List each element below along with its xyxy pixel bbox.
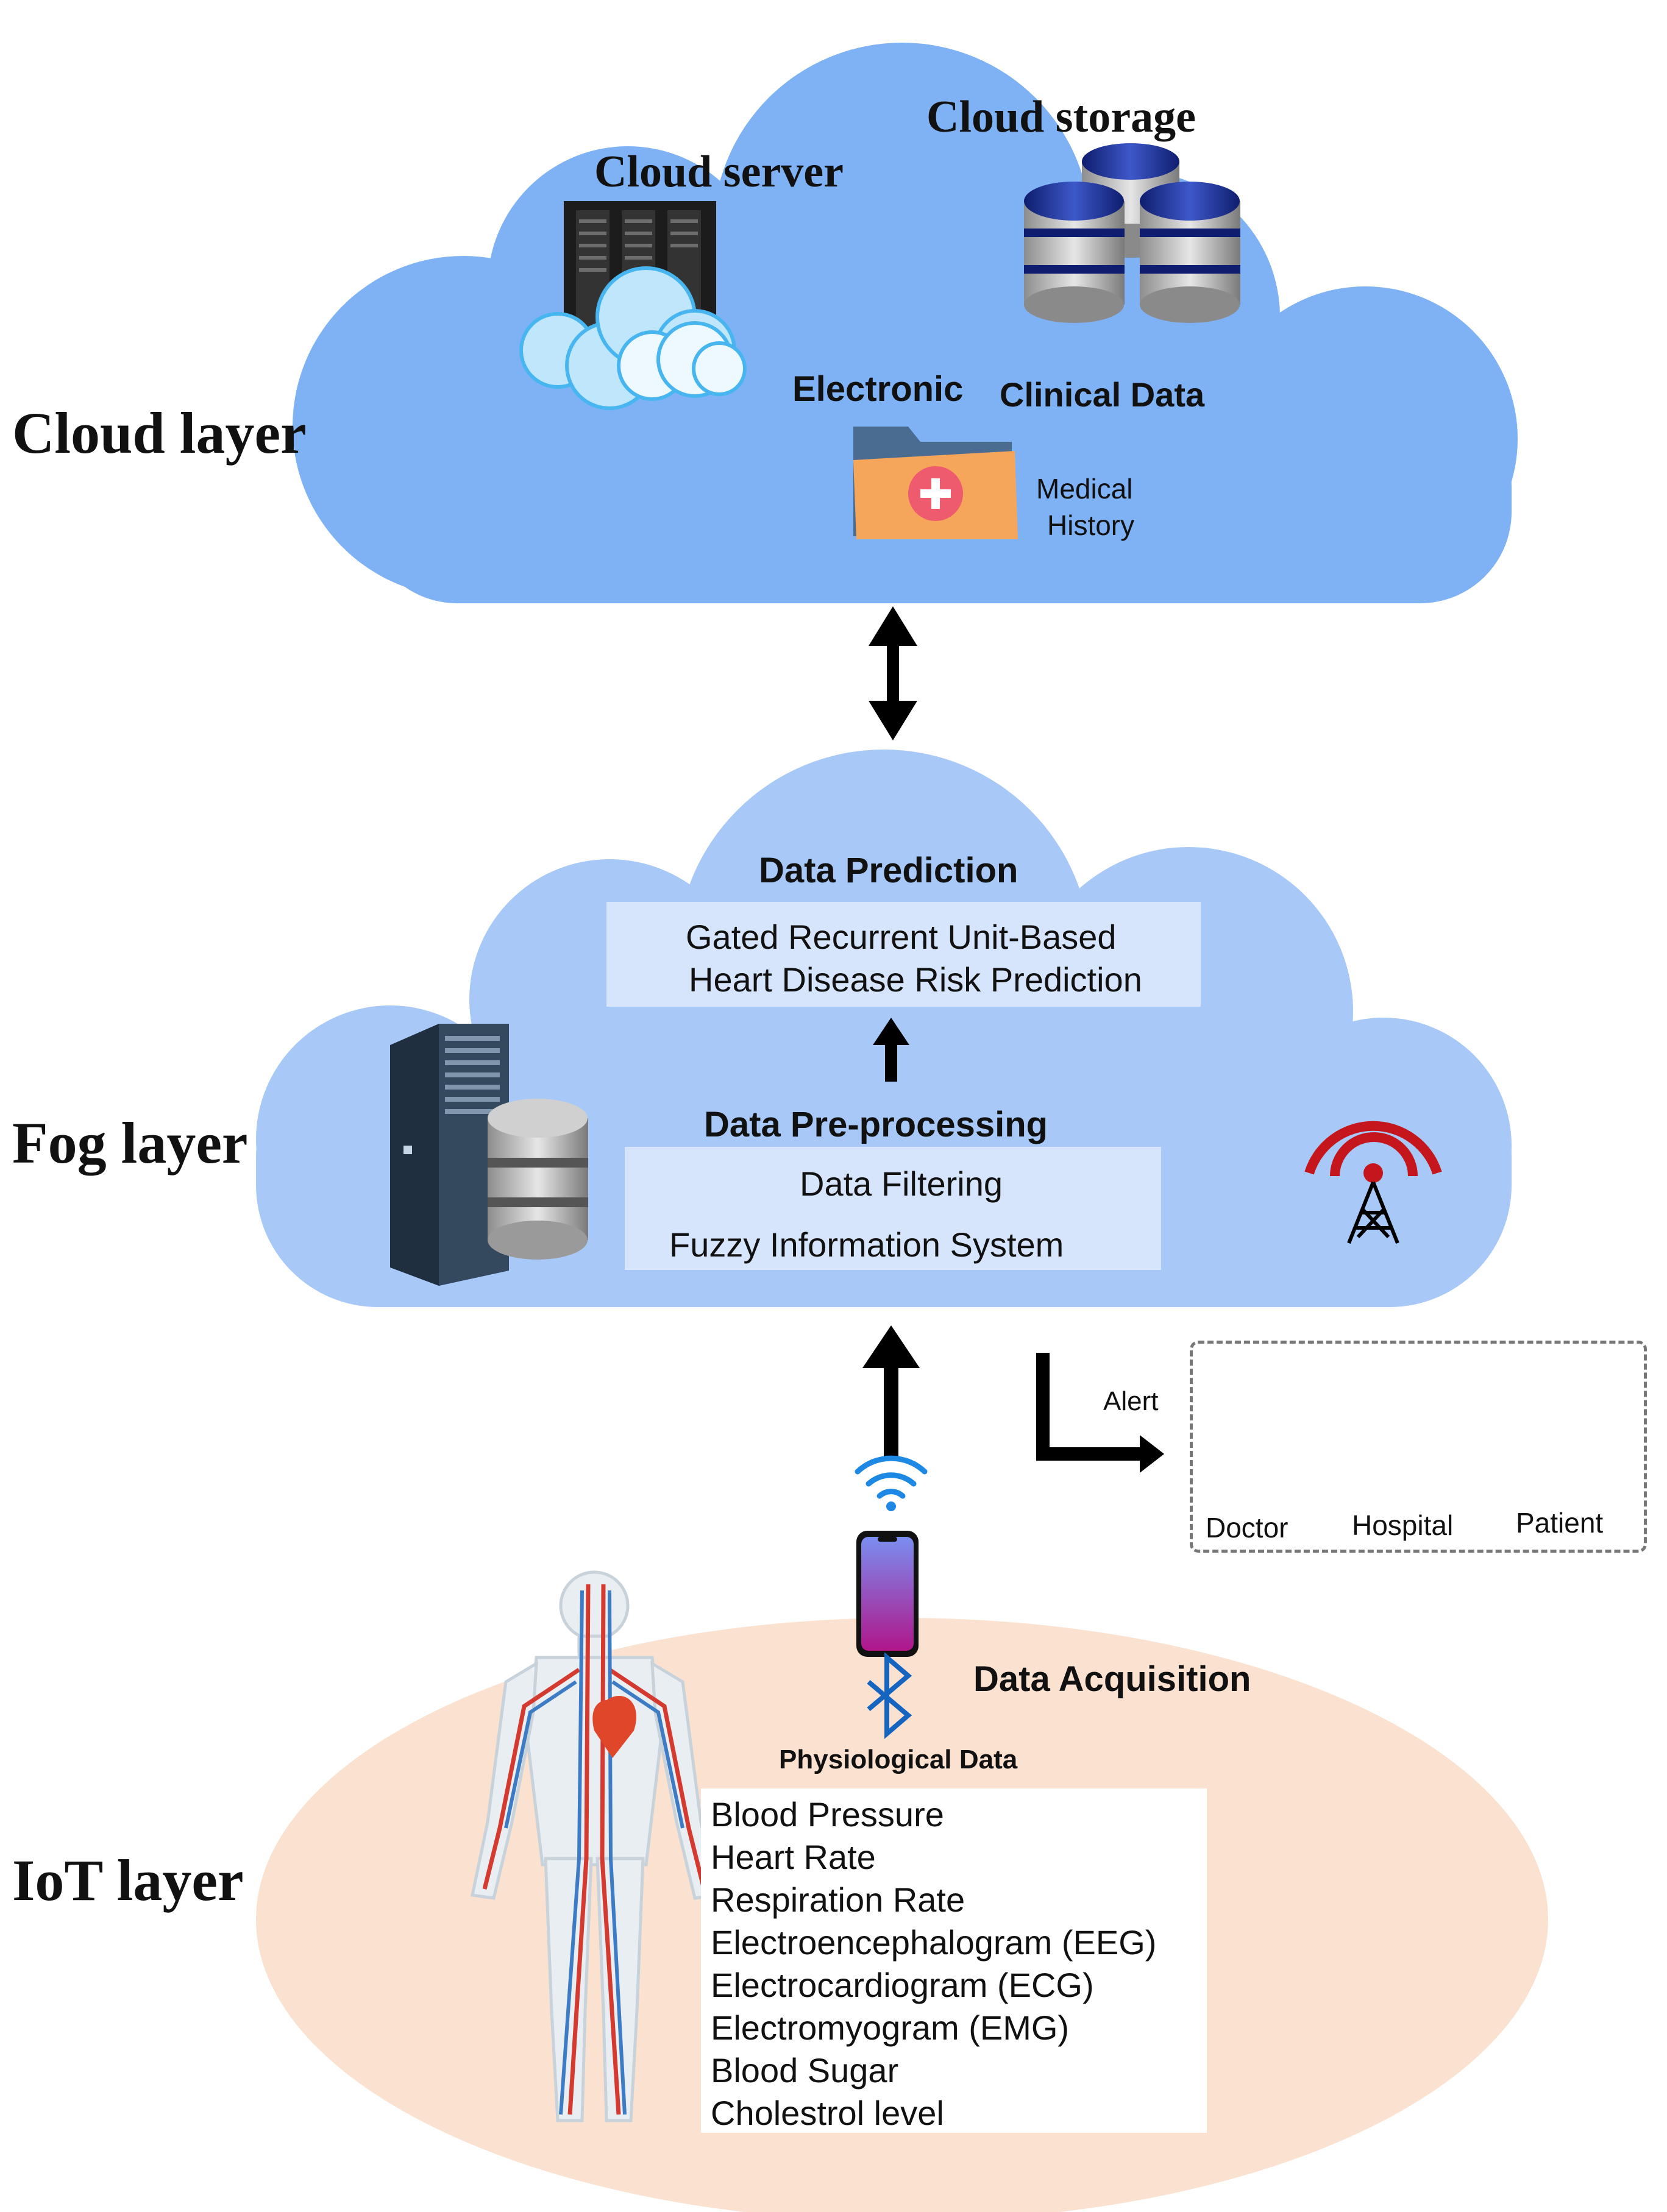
medical-history-line2: History [1047,509,1135,541]
preprocessing-to-prediction-arrow [873,1018,909,1082]
fog-database-icon [488,1099,588,1260]
iot-to-fog-arrow [862,1325,920,1456]
physiological-data-title: Physiological Data [779,1745,1018,1774]
iot-layer-label: IoT layer [12,1848,244,1913]
prediction-line1: Gated Recurrent Unit-Based [686,918,1117,956]
medical-folder-icon [853,427,1018,539]
list-item: Electromyogram (EMG) [711,2008,1070,2047]
cloud-storage-icon [1024,143,1240,323]
signal-tower-icon [1304,1121,1442,1244]
list-item: Electroencephalogram (EEG) [711,1923,1157,1962]
alert-label: Alert [1103,1386,1159,1416]
list-item: Respiration Rate [711,1881,965,1919]
prediction-line2: Heart Disease Risk Prediction [689,960,1142,999]
cloud-server-icon [519,201,747,410]
list-item: Blood Sugar [711,2051,899,2090]
list-item: Electrocardiogram (ECG) [711,1966,1094,2004]
cloud-fog-double-arrow [869,606,917,740]
clinical-data-label: Clinical Data [1000,375,1205,414]
recipient-doctor: Doctor [1206,1512,1288,1544]
physiological-data-list: Blood Pressure Heart Rate Respiration Ra… [701,1788,1207,2133]
data-prediction-title: Data Prediction [759,851,1018,890]
fog-layer-label: Fog layer [12,1110,248,1175]
alert-arrow [1036,1353,1164,1473]
cloud-layer-label: Cloud layer [12,400,307,466]
electronic-label: Electronic [792,369,964,409]
smartphone-icon [856,1531,919,1657]
cloud-server-label: Cloud server [594,147,844,197]
list-item: Cholestrol level [711,2094,944,2132]
preprocessing-box [625,1147,1161,1270]
preprocessing-line1: Data Filtering [800,1164,1003,1203]
list-item: Heart Rate [711,1838,876,1876]
recipient-hospital: Hospital [1352,1509,1454,1541]
human-body-icon [471,1570,718,2122]
preprocessing-line2: Fuzzy Information System [669,1225,1064,1264]
wifi-icon [855,1455,928,1511]
cloud-storage-label: Cloud storage [926,92,1196,142]
list-item: Blood Pressure [711,1795,944,1834]
medical-history-line1: Medical [1036,473,1133,505]
data-preprocessing-title: Data Pre-processing [704,1105,1048,1144]
alert-recipients-box [1190,1341,1647,1553]
recipient-patient: Patient [1516,1507,1604,1539]
bluetooth-icon [867,1652,912,1739]
data-acquisition-title: Data Acquisition [973,1659,1251,1699]
prediction-box [606,902,1201,1007]
